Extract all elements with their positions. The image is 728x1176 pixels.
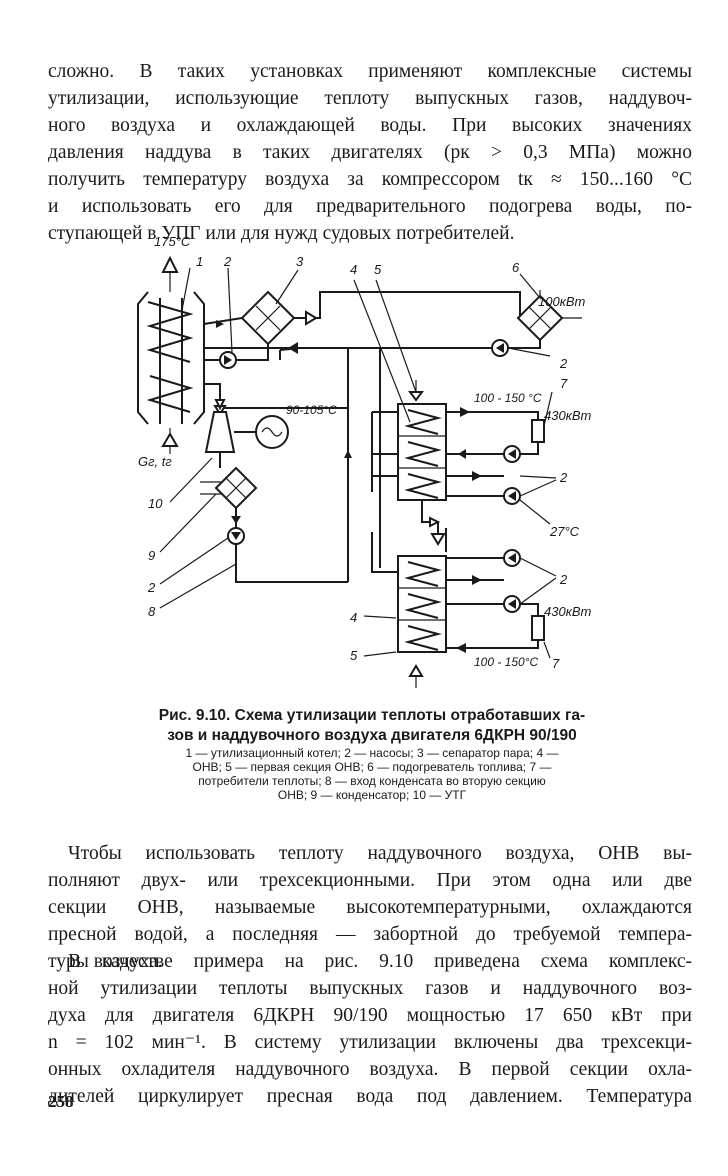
exhaust-out-arrow bbox=[161, 255, 179, 292]
text-line: туры воздуха. bbox=[48, 951, 163, 972]
label-8: 8 bbox=[148, 604, 156, 619]
label-2: 2 bbox=[223, 254, 232, 269]
lower-cooler-piping bbox=[371, 532, 557, 653]
text-line: давления наддува в таких двигателях (pк … bbox=[48, 142, 692, 163]
caption-line: зов и наддувочного воздуха двигателя 6ДК… bbox=[167, 727, 577, 744]
label-2: 2 bbox=[559, 572, 568, 587]
text-line: пресной водой, а последняя — забортной д… bbox=[48, 924, 692, 945]
charge-air-cooler-upper bbox=[397, 380, 447, 501]
legend-line: 1 — утилизационный котел; 2 — насосы; 3 … bbox=[185, 746, 559, 760]
heat-recovery-diagram: 175°C 1 2 3 4 5 6 100кВт 2 90-105°C 100 … bbox=[137, 234, 591, 688]
text-line: получить температуру воздуха за компресс… bbox=[48, 169, 692, 190]
figure-9-10: 175°C 1 2 3 4 5 6 100кВт 2 90-105°C 100 … bbox=[120, 232, 620, 702]
legend-line: ОНВ; 9 — конденсатор; 10 — УТГ bbox=[277, 788, 467, 802]
caption-line: Рис. 9.10. Схема утилизации теплоты отра… bbox=[158, 707, 586, 724]
label-7: 7 bbox=[552, 656, 560, 671]
legend-line: потребители теплоты; 8 — вход конденсата… bbox=[198, 774, 546, 788]
text-line: секции ОНВ, называемые высокотемпературн… bbox=[48, 897, 692, 918]
page-number: 258 bbox=[48, 1092, 74, 1111]
label-9: 9 bbox=[148, 548, 155, 563]
label-430kw: 430кВт bbox=[544, 604, 591, 619]
paragraph-bottom: В качестве примера на рис. 9.10 приведен… bbox=[48, 948, 692, 1110]
label-100kw: 100кВт bbox=[538, 294, 585, 309]
label-temp-100-150: 100 - 150°C bbox=[474, 655, 539, 669]
leader-lines bbox=[159, 267, 553, 659]
label-6: 6 bbox=[512, 260, 520, 275]
label-temp-27: 27°C bbox=[549, 524, 580, 539]
text-line: Чтобы использовать теплоту наддувочного … bbox=[68, 843, 692, 864]
legend-line: ОНВ; 5 — первая секция ОНВ; 6 — подогрев… bbox=[192, 760, 552, 774]
pump-arrow-icon bbox=[224, 355, 232, 365]
label-4: 4 bbox=[350, 610, 357, 625]
text-line: полняют двух- или трехсекционными. При э… bbox=[48, 870, 692, 891]
label-temp-top: 175°C bbox=[154, 234, 191, 249]
label-temp-90-105: 90-105°C bbox=[286, 403, 337, 417]
label-4: 4 bbox=[350, 262, 357, 277]
cooler-interconnect bbox=[421, 500, 447, 552]
text-line: n = 102 мин⁻¹. В систему утилизации вклю… bbox=[48, 1032, 692, 1053]
gas-in-arrow bbox=[161, 428, 179, 454]
charge-air-cooler-lower bbox=[397, 555, 447, 688]
label-2: 2 bbox=[559, 470, 568, 485]
condenser bbox=[200, 452, 348, 583]
text-line: ного воздуха и охлаждающей воды. При выс… bbox=[48, 115, 692, 136]
fuel-heater bbox=[491, 290, 582, 357]
turbine-generator bbox=[204, 399, 289, 453]
label-5: 5 bbox=[374, 262, 382, 277]
label-gas: Gг, tг bbox=[138, 454, 172, 469]
steam-separator bbox=[240, 290, 296, 346]
text-line: онных охладителя наддувочного воздуха. В… bbox=[48, 1059, 692, 1080]
label-2: 2 bbox=[559, 356, 568, 371]
flow-arrow-icon bbox=[344, 450, 352, 458]
label-3: 3 bbox=[296, 254, 304, 269]
text-line: ступающей в УПГ или для нужд судовых пот… bbox=[48, 223, 515, 244]
text-line: утилизации, использующие теплоту выпускн… bbox=[48, 88, 692, 109]
upper-cooler-piping bbox=[371, 348, 557, 568]
text-line: В качестве примера на рис. 9.10 приведен… bbox=[68, 951, 692, 972]
figure-caption-legend: 1 — утилизационный котел; 2 — насосы; 3 … bbox=[128, 746, 616, 802]
text-line: дителей циркулирует пресная вода под дав… bbox=[48, 1086, 692, 1107]
text-line: и использовать его для предварительного … bbox=[48, 196, 692, 217]
label-7: 7 bbox=[560, 376, 568, 391]
label-430kw: 430кВт bbox=[544, 408, 591, 423]
label-2: 2 bbox=[147, 580, 156, 595]
text-line: сложно. В таких установках применяют ком… bbox=[48, 61, 692, 82]
text-line: духа для двигателя 6ДКРН 90/190 мощность… bbox=[48, 1005, 692, 1026]
figure-caption-title: Рис. 9.10. Схема утилизации теплоты отра… bbox=[128, 706, 616, 746]
label-5: 5 bbox=[350, 648, 358, 663]
label-10: 10 bbox=[148, 496, 163, 511]
label-temp-100-150: 100 - 150 °C bbox=[474, 391, 542, 405]
label-1: 1 bbox=[196, 254, 203, 269]
paragraph-middle: Чтобы использовать теплоту наддувочного … bbox=[48, 840, 692, 975]
text-line: ной утилизации теплоты выпускных газов и… bbox=[48, 978, 692, 999]
paragraph-top: сложно. В таких установках применяют ком… bbox=[48, 58, 692, 247]
waste-heat-boiler bbox=[137, 291, 205, 425]
